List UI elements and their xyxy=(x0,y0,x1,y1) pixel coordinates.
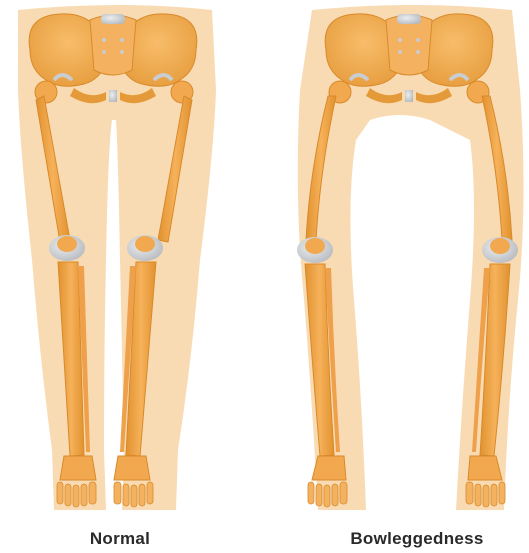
normal-caption: Normal xyxy=(20,529,220,549)
bowleggedness-caption: Bowleggedness xyxy=(305,529,529,549)
bowlegged-legs-figure xyxy=(297,5,524,510)
normal-legs-figure xyxy=(18,5,216,510)
normal-lower-legs xyxy=(58,262,156,456)
